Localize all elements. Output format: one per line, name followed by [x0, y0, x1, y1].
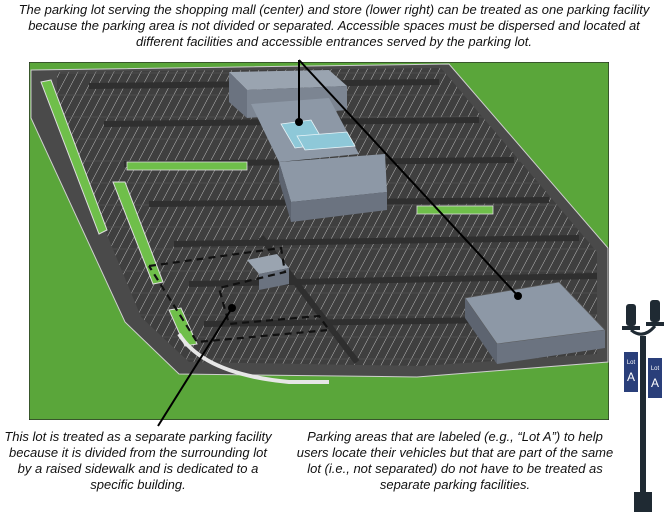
labeled-lot-caption: Parking areas that are labeled (e.g., “L…: [296, 429, 614, 492]
lot-sign-right-letter: A: [651, 376, 659, 390]
lot-sign-left-top: Lot: [627, 360, 636, 366]
site-plan-illustration: [29, 62, 609, 420]
lot-sign-right-top: Lot: [651, 366, 660, 372]
top-caption: The parking lot serving the shopping mal…: [18, 2, 650, 49]
planter-strip: [126, 161, 248, 171]
lamp-base: [634, 492, 652, 512]
separate-lot-boundary: [148, 246, 332, 344]
planter-strip: [416, 205, 494, 215]
lot-sign-left: [624, 352, 638, 392]
grass-island: [112, 181, 164, 285]
lot-sign-left-letter: A: [627, 370, 635, 384]
lamppost-illustration: Lot A Lot A: [622, 300, 664, 512]
lot-sign-right: [648, 358, 662, 398]
store-building: [464, 281, 606, 364]
grass-island: [40, 79, 108, 235]
separate-lot-caption: This lot is treated as a separate parkin…: [4, 429, 272, 492]
lamp-heads: [622, 300, 664, 336]
lamp-pole: [640, 336, 646, 496]
